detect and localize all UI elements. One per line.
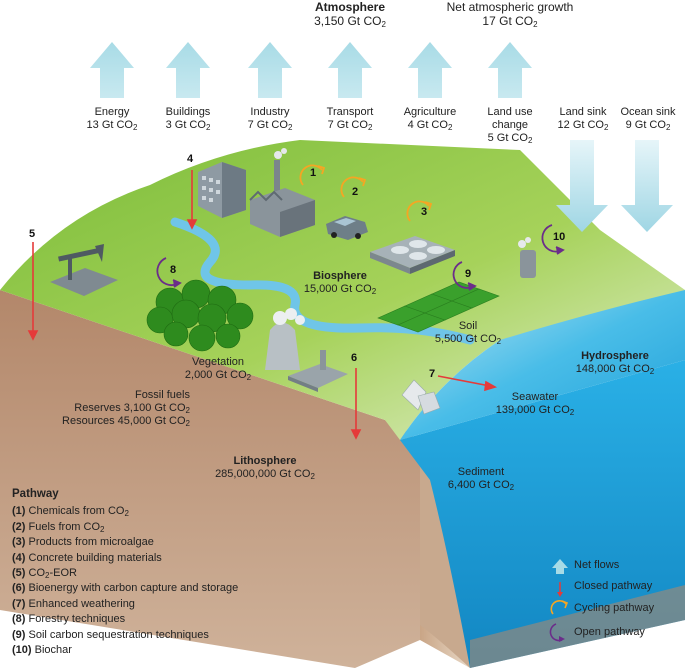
pathway-item: (9) Soil carbon sequestration techniques	[12, 628, 209, 641]
sediment-wall	[385, 420, 470, 668]
forest-icon	[146, 279, 254, 352]
buildings-flow-arrow	[166, 42, 210, 98]
soil-plots-icon	[377, 281, 500, 333]
pathway-item: (1) Chemicals from CO2	[12, 505, 129, 519]
algae-tanks-icon	[370, 236, 455, 274]
open-pathway-arrows	[156, 224, 565, 291]
industry-flow-arrow	[248, 42, 292, 98]
net-flow-arrows	[90, 42, 673, 232]
pathway-item: (4) Concrete building materials	[12, 551, 162, 564]
pathway-item: (7) Enhanced weathering	[12, 597, 135, 610]
agriculture-flow-arrow	[408, 42, 452, 98]
atmosphere-label: Atmosphere 3,150 Gt CO2	[314, 0, 386, 29]
transport-flow-arrow	[328, 42, 372, 98]
legend-closed-pathway: Closed pathway	[574, 580, 653, 592]
legend-icons	[549, 559, 569, 642]
legend-cycling-pathway: Cycling pathway	[574, 602, 655, 614]
pathway-item: (10) Biochar	[12, 644, 72, 657]
open-arrow-8	[156, 257, 178, 287]
pathway-list: Pathway (1) Chemicals from CO2 (2) Fuels…	[12, 487, 238, 658]
land-surface	[0, 140, 685, 440]
open-arrow-9	[452, 261, 473, 289]
energy-flow-arrow	[90, 42, 134, 98]
pathway-item: (5) CO2-EOR	[12, 567, 77, 581]
pathway-heading: Pathway	[12, 488, 59, 500]
pathway-number-8: 8	[170, 264, 177, 276]
fossil-fuels-label: Fossil fuels Reserves 3,100 Gt CO2 Resou…	[62, 389, 190, 428]
building-icon	[198, 162, 246, 218]
pathway-item: (6) Bioenergy with carbon capture and st…	[12, 582, 239, 595]
pathway-number-1: 1	[310, 167, 317, 179]
net-growth-label: Net atmospheric growth 17 Gt CO2	[446, 0, 574, 29]
net-flows-legend-icon	[552, 559, 568, 574]
legend-open-pathway: Open pathway	[574, 626, 645, 638]
closed-arrow-7	[437, 375, 491, 387]
oil-pump-icon	[50, 244, 118, 296]
closed-pathway-arrows	[27, 170, 498, 440]
pathway-item: (2) Fuels from CO2	[12, 520, 105, 534]
beccs-plant-icon	[265, 308, 348, 392]
pathway-number-7: 7	[429, 368, 436, 380]
biochar-kiln-icon	[518, 237, 536, 278]
pathway-item: (8) Forestry techniques	[12, 613, 126, 626]
land-sink-arrow	[556, 140, 608, 232]
lithosphere-block	[0, 290, 420, 668]
pathway-number-2: 2	[352, 186, 359, 198]
legend-net-flows: Net flows	[574, 559, 620, 571]
sea-floor	[470, 585, 685, 668]
pathway-number-10: 10	[553, 231, 566, 243]
pathway-number-6: 6	[351, 352, 358, 364]
open-arrow-10	[541, 224, 561, 253]
rocks-icon	[401, 379, 441, 415]
pathway-number-4: 4	[187, 153, 194, 165]
ocean-side	[400, 360, 685, 668]
pathway-number-5: 5	[29, 228, 36, 240]
river	[170, 217, 475, 345]
cycling-pathway-arrows	[299, 164, 433, 222]
pathway-number-3: 3	[421, 206, 428, 218]
ocean-sink-arrow	[621, 140, 673, 232]
pathway-number-9: 9	[465, 268, 472, 280]
land-use-flow-arrow	[488, 42, 532, 98]
ocean-surface	[400, 290, 685, 440]
factory-icon	[249, 148, 315, 237]
pathway-item: (3) Products from microalgae	[12, 536, 154, 549]
car-icon	[326, 216, 368, 240]
